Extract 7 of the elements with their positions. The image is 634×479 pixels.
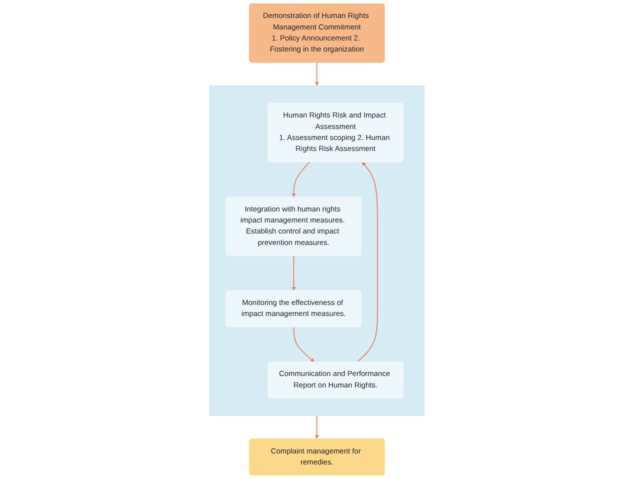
arrow [292, 255, 296, 291]
arrow [292, 162, 310, 198]
cluster [210, 86, 424, 416]
arrow [293, 326, 315, 362]
arrow [356, 162, 378, 362]
arrow [314, 415, 320, 440]
arrow [314, 62, 320, 86]
